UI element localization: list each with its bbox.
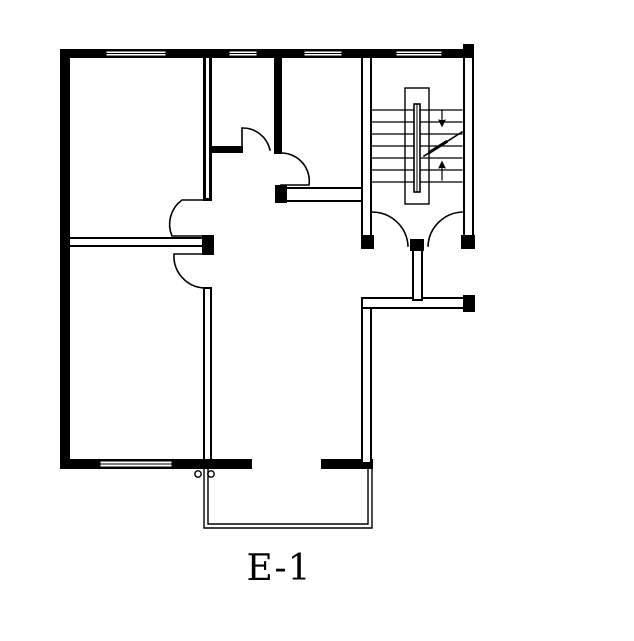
door-swings bbox=[168, 127, 463, 289]
door-arc-bedroom-lower bbox=[173, 253, 205, 289]
door-arc-small-room bbox=[241, 127, 271, 151]
interior-walls bbox=[60, 56, 475, 464]
door-arc-stair-left bbox=[371, 211, 409, 247]
staircase bbox=[371, 87, 464, 205]
balcony bbox=[194, 467, 373, 529]
stair-north-wall bbox=[361, 44, 474, 58]
door-arc-bath bbox=[280, 152, 311, 186]
north-wall bbox=[60, 49, 372, 58]
exterior-walls bbox=[60, 44, 474, 469]
south-wall bbox=[60, 459, 373, 469]
door-arc-stair-right bbox=[427, 211, 463, 247]
plan-label: E-1 bbox=[246, 548, 312, 589]
west-wall bbox=[60, 49, 70, 469]
door-arc-bedroom-upper bbox=[168, 199, 205, 237]
